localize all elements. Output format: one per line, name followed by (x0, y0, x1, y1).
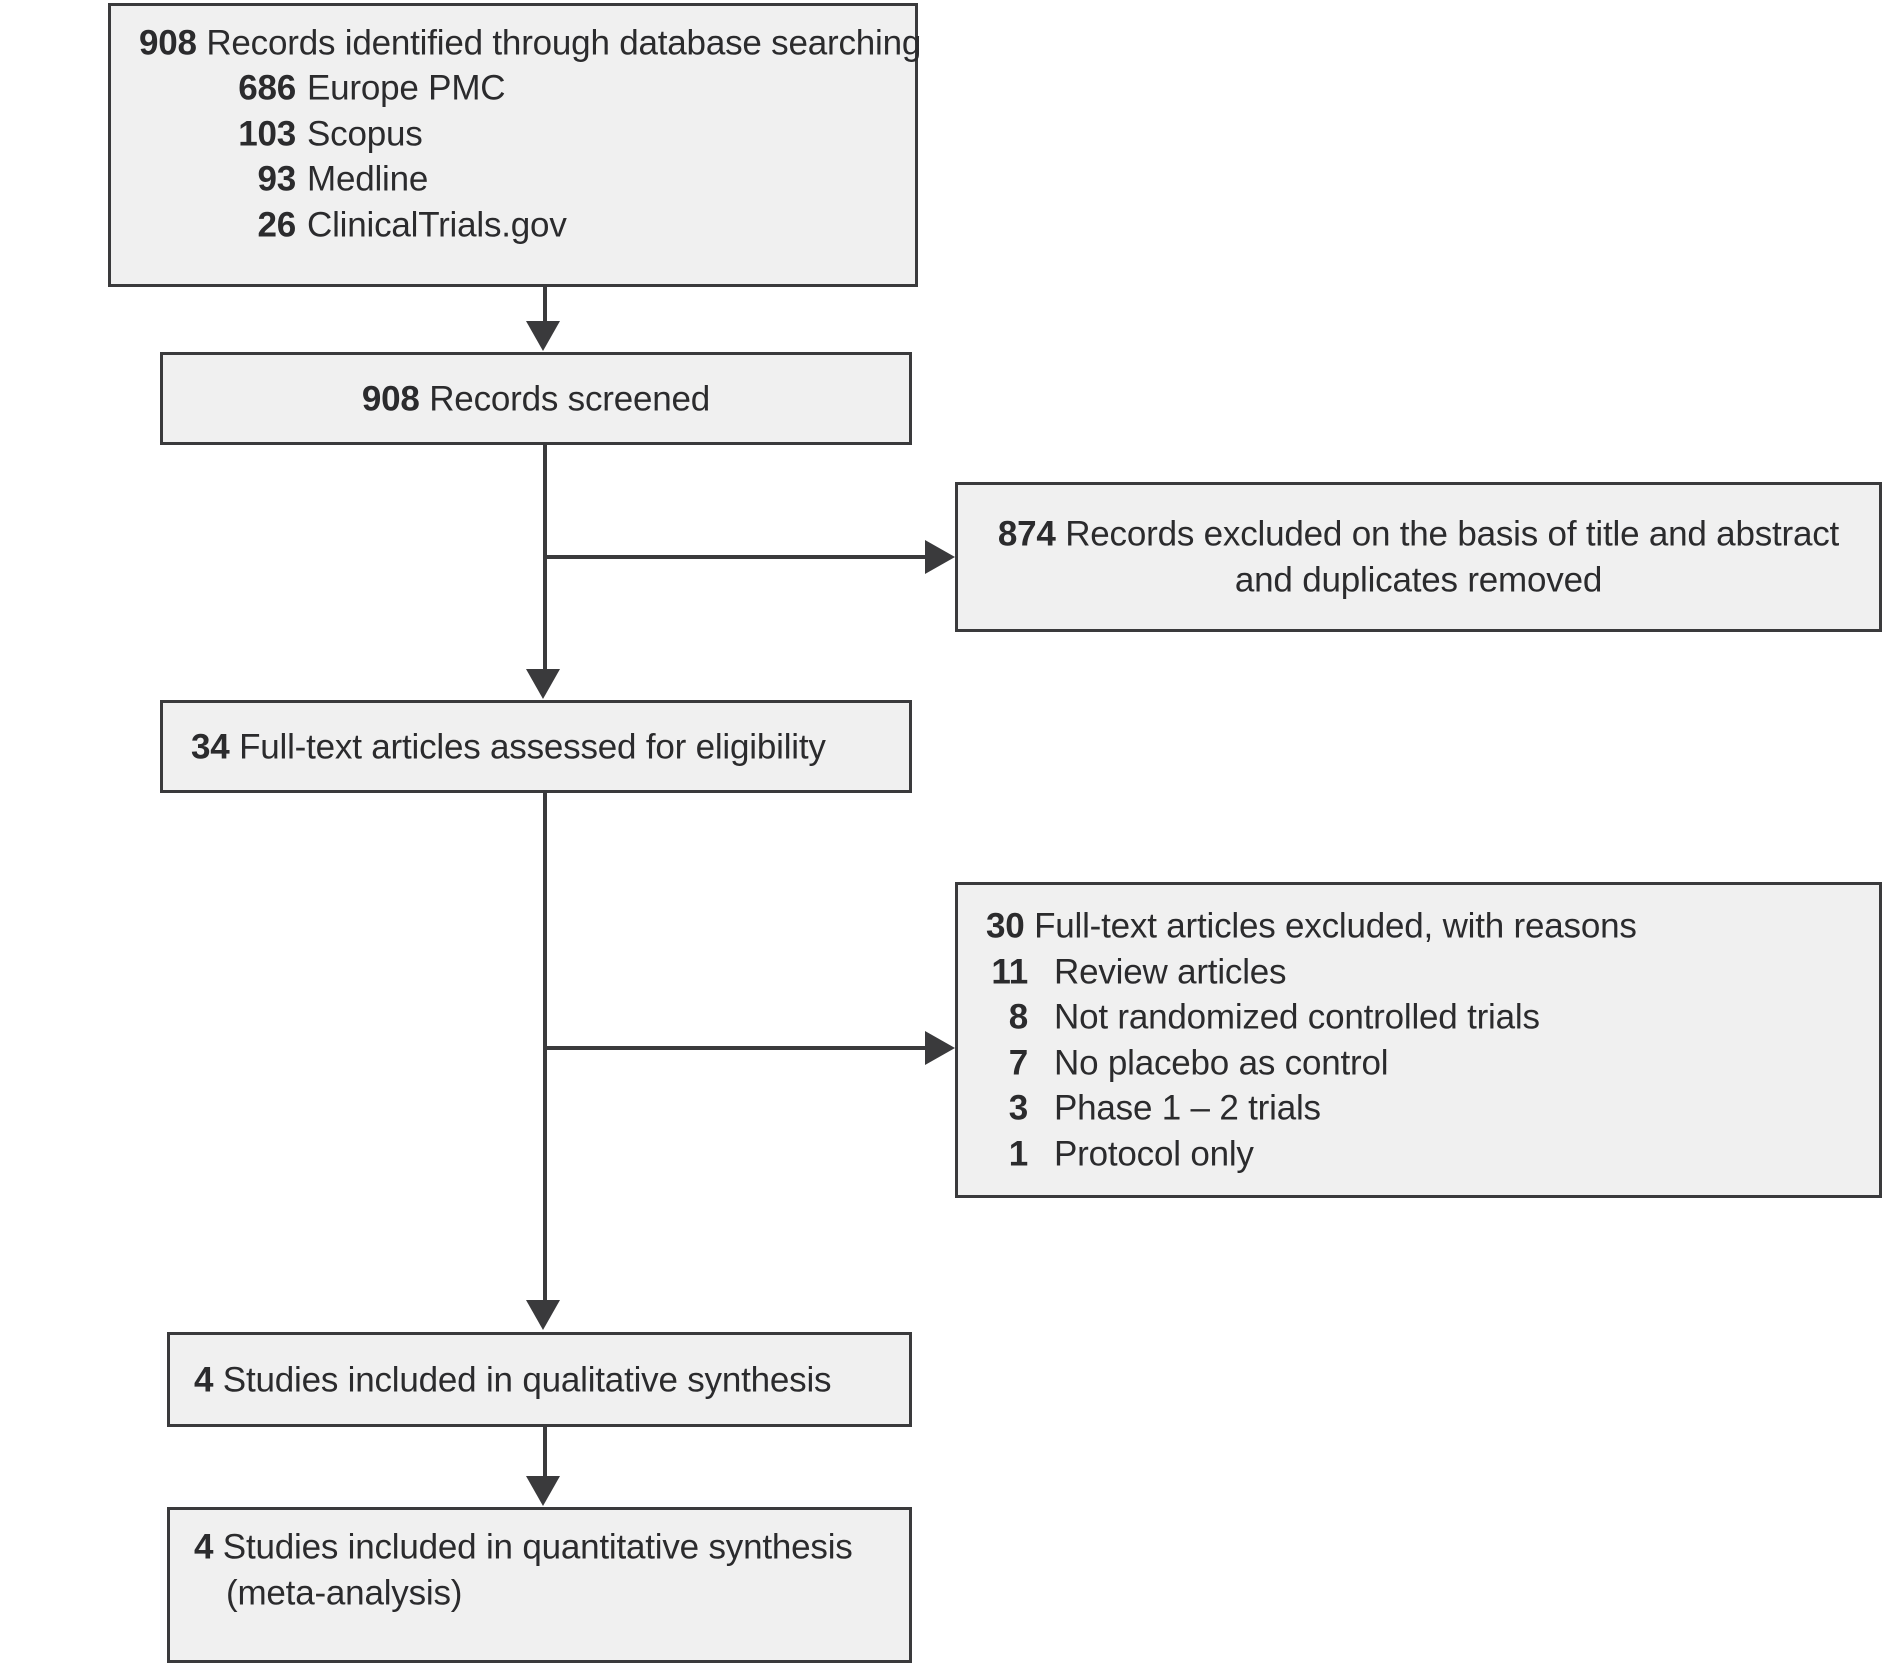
arrow-right-icon (925, 540, 955, 574)
records-excluded-label-line1: Records excluded on the basis of title a… (1065, 514, 1840, 554)
records-identified-headline: 908 Records identified through database … (139, 20, 921, 66)
qualitative-label: Studies included in qualitative synthesi… (222, 1359, 832, 1399)
box-records-excluded-content: 874 Records excluded on the basis of tit… (958, 512, 1879, 603)
quantitative-line1: 4 Studies included in quantitative synth… (194, 1525, 909, 1571)
box-quantitative-synthesis-content: 4 Studies included in quantitative synth… (170, 1525, 909, 1616)
box-qualitative-synthesis-content: 4 Studies included in qualitative synthe… (170, 1357, 909, 1403)
quantitative-label-line1: Studies included in quantitative synthes… (222, 1527, 853, 1567)
connector-line-fulltext-to-reasons (545, 1046, 927, 1050)
box-records-screened: 908 Records screened (160, 352, 912, 445)
reason-label: Not randomized controlled trials (1054, 997, 1540, 1037)
reason-count: 1 (1008, 1134, 1028, 1173)
source-name: Medline (307, 159, 429, 199)
list-item: 8 Not randomized controlled trials (986, 995, 1879, 1041)
reason-label: No placebo as control (1054, 1043, 1389, 1082)
list-item: 3 Phase 1 – 2 trials (986, 1086, 1879, 1132)
box-records-identified-content: 908 Records identified through database … (111, 20, 921, 248)
reason-label: Review articles (1054, 952, 1287, 991)
records-excluded-count: 874 (997, 514, 1056, 554)
reason-count: 7 (1008, 1043, 1028, 1082)
source-name: ClinicalTrials.gov (307, 205, 567, 245)
arrow-down-icon (526, 669, 560, 699)
exclusion-reason-list: 11 Review articles 8 Not randomized cont… (986, 949, 1879, 1177)
reason-label: Phase 1 – 2 trials (1054, 1088, 1321, 1128)
arrow-down-icon (526, 321, 560, 351)
qualitative-count: 4 (194, 1359, 214, 1399)
list-item: 93 Medline (139, 157, 915, 203)
box-records-identified: 908 Records identified through database … (108, 3, 921, 287)
fulltext-excluded-label: Full-text articles excluded, with reason… (1034, 906, 1637, 946)
box-qualitative-synthesis: 4 Studies included in qualitative synthe… (167, 1332, 912, 1427)
reason-count: 3 (1008, 1088, 1028, 1128)
box-fulltext-assessed-content: 34 Full-text articles assessed for eligi… (163, 724, 909, 770)
records-excluded-line1: 874 Records excluded on the basis of tit… (958, 512, 1879, 558)
fulltext-excluded-count: 30 (986, 906, 1025, 946)
fulltext-excluded-headline: 30 Full-text articles excluded, with rea… (986, 904, 1879, 950)
source-name: Europe PMC (307, 68, 506, 108)
box-fulltext-assessed: 34 Full-text articles assessed for eligi… (160, 700, 912, 793)
list-item: 26 ClinicalTrials.gov (139, 202, 915, 248)
list-item: 7 No placebo as control (986, 1040, 1879, 1086)
box-fulltext-excluded-reasons: 30 Full-text articles excluded, with rea… (955, 882, 1882, 1198)
arrow-down-icon (526, 1476, 560, 1506)
list-item: 11 Review articles (986, 949, 1879, 995)
records-identified-label: Records identified through database sear… (206, 23, 922, 63)
reason-count: 11 (991, 952, 1028, 991)
records-screened-count: 908 (361, 378, 420, 418)
box-records-screened-content: 908 Records screened (163, 376, 909, 422)
quantitative-count: 4 (194, 1527, 214, 1567)
records-identified-count: 908 (139, 23, 197, 63)
reason-count: 8 (1008, 997, 1028, 1037)
records-screened-label: Records screened (429, 378, 711, 418)
fulltext-assessed-count: 34 (191, 726, 230, 766)
connector-line-identified-to-screened (543, 287, 547, 323)
database-source-list: 686 Europe PMC 103 Scopus 93 Medline 26 … (139, 66, 915, 248)
quantitative-label-line2: (meta-analysis) (226, 1573, 463, 1612)
list-item: 1 Protocol only (986, 1131, 1879, 1177)
source-count: 93 (257, 159, 296, 199)
arrow-right-icon (925, 1031, 955, 1065)
list-item: 686 Europe PMC (139, 66, 915, 112)
reason-label: Protocol only (1054, 1134, 1254, 1173)
fulltext-assessed-label: Full-text articles assessed for eligibil… (239, 726, 826, 766)
box-fulltext-excluded-reasons-content: 30 Full-text articles excluded, with rea… (958, 904, 1879, 1177)
list-item: 103 Scopus (139, 111, 915, 157)
source-count: 103 (238, 114, 296, 154)
records-excluded-label-line2: and duplicates removed (1234, 560, 1603, 599)
connector-line-qualitative-to-quantitative (543, 1427, 547, 1477)
source-count: 26 (257, 205, 296, 245)
source-name: Scopus (307, 114, 423, 154)
box-quantitative-synthesis: 4 Studies included in quantitative synth… (167, 1507, 912, 1663)
source-count: 686 (238, 68, 296, 108)
connector-line-screened-to-excluded (545, 555, 927, 559)
arrow-down-icon (526, 1300, 560, 1330)
box-records-excluded: 874 Records excluded on the basis of tit… (955, 482, 1882, 632)
